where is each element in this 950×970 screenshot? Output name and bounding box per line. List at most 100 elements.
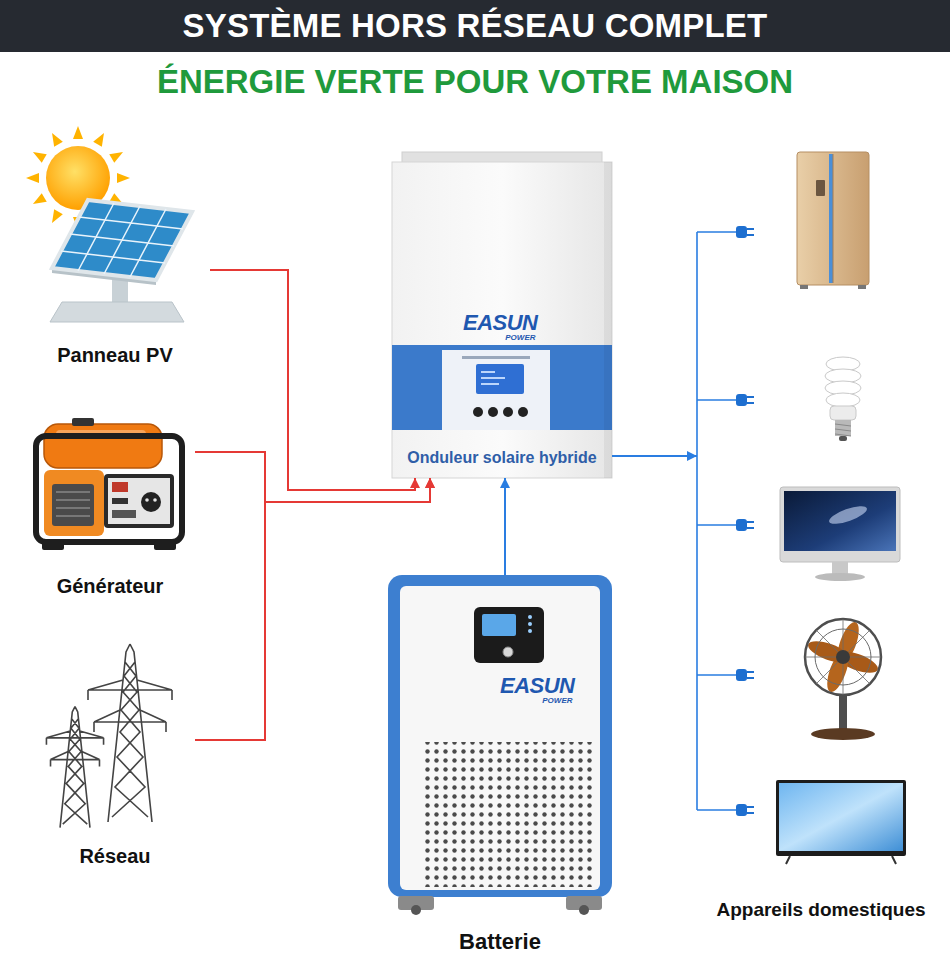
bulb-icon: [825, 357, 861, 441]
monitor-icon: [780, 487, 900, 581]
solar-panel-icon: [52, 200, 192, 280]
brand-logo: EASUN: [463, 311, 538, 335]
monitor-icon: [815, 573, 865, 581]
battery-cabinet: [579, 905, 589, 915]
sun-icon: [48, 130, 63, 146]
plug-symbol: [736, 519, 754, 531]
battery-cabinet: [528, 622, 532, 626]
plug-symbol: [736, 394, 747, 406]
plug-symbol: [736, 669, 747, 681]
subtitle: ÉNERGIE VERTE POUR VOTRE MAISON: [157, 62, 793, 102]
sun-icon: [30, 193, 46, 208]
battery-cabinet: [528, 615, 532, 619]
generator-icon: [56, 492, 90, 516]
bulb-icon: [830, 406, 856, 420]
solar-panel-icon: [50, 200, 192, 322]
generator-icon: [36, 418, 182, 550]
fridge-icon: [816, 180, 825, 196]
plug-symbol: [747, 522, 754, 528]
battery-cabinet: [528, 629, 532, 633]
page-title: SYSTÈME HORS RÉSEAU COMPLET: [183, 6, 768, 46]
battery-cabinet: [474, 607, 544, 663]
fan-icon: [805, 619, 881, 740]
sun-icon: [26, 173, 39, 183]
fridge-icon: [797, 152, 869, 289]
sun-icon: [30, 148, 46, 163]
solar-panel-icon: [52, 200, 192, 280]
plug-symbol: [736, 394, 754, 406]
solar-panel-icon: [50, 302, 184, 322]
monitor-icon: [827, 503, 869, 528]
plug-symbol: [736, 804, 747, 816]
generator-icon: [112, 498, 128, 504]
sun-icon: [117, 173, 130, 183]
hybrid-inverter: [488, 407, 498, 417]
source-icon: Générateur: [25, 412, 195, 598]
node-label: Appareils domestiques: [716, 898, 925, 922]
hybrid-inverter: [392, 152, 612, 478]
generator-icon: [112, 482, 128, 492]
battery-cabinet: [388, 575, 612, 915]
plug-symbol: [747, 397, 754, 403]
hybrid-inverter: [604, 162, 612, 478]
tv-icon: [776, 780, 906, 856]
battery-cabinet: [411, 905, 421, 915]
fan-icon: [805, 619, 881, 695]
node-label: Réseau: [79, 844, 150, 868]
battery-box: Batterie: [388, 575, 612, 955]
connector-group: [195, 270, 697, 740]
generator-icon: [112, 510, 136, 518]
pylon-icon: [46, 707, 103, 828]
power-connector: [504, 478, 506, 575]
fridge-icon: [858, 285, 866, 289]
brand-logo: POWER: [542, 696, 572, 706]
plug-symbol: [747, 807, 754, 813]
hybrid-inverter: [462, 356, 530, 359]
generator-icon: [154, 541, 176, 550]
fridge-icon: [800, 285, 808, 289]
generator-icon: [145, 498, 149, 502]
generator-icon: [72, 418, 94, 426]
hybrid-inverter: [442, 350, 550, 430]
sun-icon: [73, 126, 83, 139]
appliance-group: Appareils domestiques: [697, 150, 945, 922]
monitor-icon: [784, 491, 896, 551]
pylon-icon: [46, 644, 172, 828]
power-connector: [612, 455, 697, 457]
sun-icon: [109, 148, 125, 163]
hybrid-inverter: [476, 364, 524, 394]
brand-logo: POWER: [505, 333, 535, 343]
power-bus: [697, 232, 738, 810]
fan-icon: [839, 695, 847, 729]
tv-icon: [786, 856, 896, 864]
power-connector: [210, 270, 415, 490]
monitor-icon: [780, 487, 900, 562]
source-icon: Panneau PV: [20, 135, 210, 367]
node-label: Panneau PV: [57, 343, 173, 367]
plug-symbol: [736, 226, 747, 238]
generator-icon: [42, 541, 64, 550]
power-connector: [195, 478, 430, 740]
bulb-icon: [826, 393, 860, 407]
generator-icon: [44, 424, 162, 468]
fridge-icon: [829, 154, 833, 283]
plug-symbol: [736, 669, 754, 681]
hybrid-inverter: [518, 407, 528, 417]
fridge-icon: [833, 154, 834, 283]
solar-panel-icon: [52, 200, 192, 280]
fan-icon: [805, 637, 852, 667]
title-bar: [0, 0, 950, 52]
plug-symbol: [736, 804, 754, 816]
generator-icon: [141, 492, 161, 512]
plug-symbol: [736, 226, 754, 238]
plug-symbol: [736, 519, 747, 531]
node-label: Batterie: [459, 929, 541, 955]
hybrid-inverter: [503, 407, 513, 417]
sun-icon: [48, 209, 63, 225]
tv-icon: [779, 783, 903, 851]
battery-cabinet: [482, 614, 516, 636]
monitor-icon: [832, 562, 848, 574]
